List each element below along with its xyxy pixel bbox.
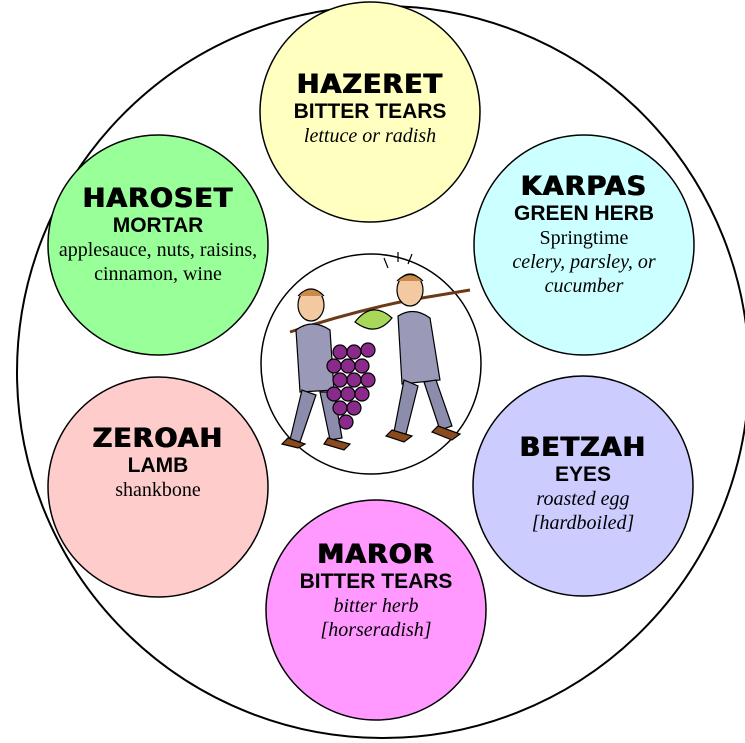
karpas-meaning: GREEN HERB [484, 202, 684, 226]
betzah-meaning: EYES [483, 463, 683, 487]
maror-desc-line-2: [horseradish] [266, 618, 486, 642]
karpas-desc-line-2: celery, parsley, or [484, 250, 684, 274]
karpas-name: KARPAS [484, 172, 684, 202]
maror-meaning: BITTER TEARS [266, 570, 486, 594]
hazeret-desc: lettuce or radish [270, 124, 470, 148]
haroset-desc-line-2: cinnamon, wine [48, 262, 268, 286]
maror-desc-line-1: bitter herb [266, 594, 486, 618]
karpas-desc-line-3: cucumber [484, 274, 684, 298]
betzah-desc-line-1: roasted egg [483, 487, 683, 511]
betzah-label-group: BETZAH EYES roasted egg [hardboiled] [483, 433, 683, 535]
zeroah-label-group: ZEROAH LAMB shankbone [58, 424, 258, 502]
haroset-desc-line-1: applesauce, nuts, raisins, [48, 238, 268, 262]
hazeret-meaning: BITTER TEARS [270, 100, 470, 124]
hazeret-name: HAZERET [270, 70, 470, 100]
betzah-desc-line-2: [hardboiled] [483, 511, 683, 535]
haroset-name: HAROSET [48, 184, 268, 214]
zeroah-desc: shankbone [58, 478, 258, 502]
haroset-label-group: HAROSET MORTAR applesauce, nuts, raisins… [48, 184, 268, 286]
haroset-meaning: MORTAR [48, 214, 268, 238]
maror-label-group: MAROR BITTER TEARS bitter herb [horserad… [266, 540, 486, 642]
zeroah-name: ZEROAH [58, 424, 258, 454]
karpas-desc-line-1: Springtime [484, 226, 684, 250]
karpas-label-group: KARPAS GREEN HERB Springtime celery, par… [484, 172, 684, 298]
zeroah-meaning: LAMB [58, 454, 258, 478]
betzah-name: BETZAH [483, 433, 683, 463]
hazeret-label-group: HAZERET BITTER TEARS lettuce or radish [270, 70, 470, 148]
maror-name: MAROR [266, 540, 486, 570]
